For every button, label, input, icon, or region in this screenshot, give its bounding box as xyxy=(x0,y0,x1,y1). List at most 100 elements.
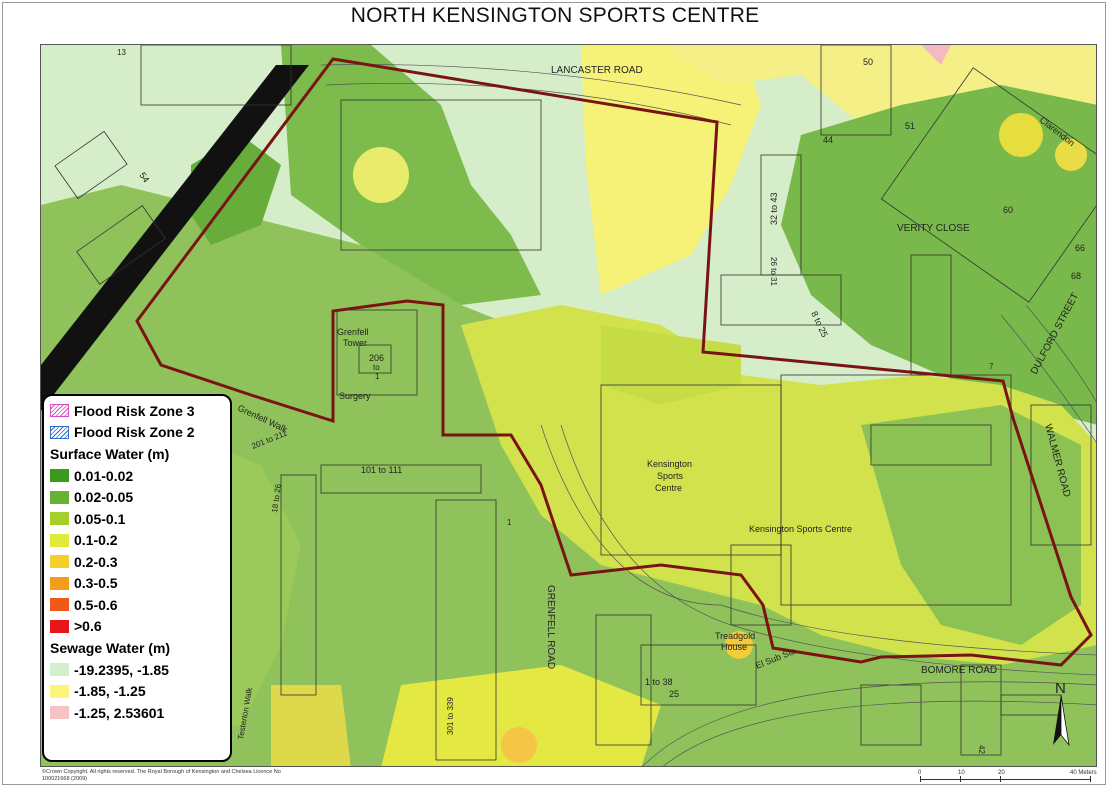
surface-label: 0.5-0.6 xyxy=(74,596,118,613)
label-32-to-43: 32 to 43 xyxy=(769,192,779,225)
surface-swatch xyxy=(50,490,69,504)
surface-item: 0.3-0.5 xyxy=(50,573,226,595)
surface-item: 0.2-0.3 xyxy=(50,551,226,573)
label-1: 1 xyxy=(375,372,380,381)
label-sports: Sports xyxy=(657,471,684,481)
label-60: 60 xyxy=(1003,205,1013,215)
surface-label: 0.05-0.1 xyxy=(74,510,126,527)
label-66: 66 xyxy=(1075,243,1085,253)
sewage-label: -19.2395, -1.85 xyxy=(74,661,169,678)
street-label-verity-close: VERITY CLOSE xyxy=(897,223,970,234)
label-1-small: 1 xyxy=(507,518,512,527)
legend-surface-title: Surface Water (m) xyxy=(50,446,170,462)
surface-label: 0.1-0.2 xyxy=(74,532,118,549)
site-boundary xyxy=(135,57,1093,667)
scale-tick xyxy=(960,776,961,782)
surface-label: 0.3-0.5 xyxy=(74,575,118,592)
surface-swatch xyxy=(50,512,69,526)
surface-item: 0.02-0.05 xyxy=(50,487,226,509)
surface-water-zone xyxy=(381,665,661,766)
surface-label: 0.02-0.05 xyxy=(74,489,134,506)
surface-item: 0.01-0.02 xyxy=(50,465,226,487)
surface-swatch xyxy=(50,469,69,483)
surface-swatch xyxy=(50,555,69,569)
label-13: 13 xyxy=(117,48,126,57)
sewage-item: -1.25, 2.53601 xyxy=(50,702,226,724)
surface-water-zone xyxy=(281,45,541,305)
scale-tick-label: 40 Meters xyxy=(1070,770,1097,776)
legend-item-flood2: Flood Risk Zone 2 xyxy=(50,422,226,444)
street-label-lancaster-road: LANCASTER ROAD xyxy=(551,65,643,76)
label-50: 50 xyxy=(863,57,873,67)
surface-item: 0.1-0.2 xyxy=(50,530,226,552)
sewage-swatch xyxy=(50,684,69,698)
label-18-to-26: 18 to 26 xyxy=(270,483,283,513)
scale-bar: 0 10 20 40 Meters xyxy=(918,770,1098,786)
scale-tick-label: 10 xyxy=(958,770,965,776)
copyright-note: ©Crown Copyright. All rights reserved. T… xyxy=(42,769,281,782)
surface-water-zone xyxy=(271,685,351,766)
surface-item: 0.5-0.6 xyxy=(50,594,226,616)
map-svg: LANCASTER ROAD VERITY CLOSE DULFORD STRE… xyxy=(41,45,1096,766)
legend-label-flood3: Flood Risk Zone 3 xyxy=(74,402,195,419)
legend-surface-list: 0.01-0.02 0.02-0.05 0.05-0.1 0.1-0.2 0.2-0.3… xyxy=(50,465,226,637)
sewage-swatch xyxy=(50,663,69,677)
surface-swatch xyxy=(50,619,69,633)
scale-tick-label: 20 xyxy=(998,770,1005,776)
sewage-high-zone xyxy=(921,45,951,65)
road-edges xyxy=(320,64,1096,766)
label-44-north: 44 xyxy=(823,135,833,145)
surface-label: 0.01-0.02 xyxy=(74,467,134,484)
legend-swatch-flood2 xyxy=(50,425,69,439)
label-42: 42 xyxy=(977,745,986,754)
label-206: 206 xyxy=(369,353,384,363)
label-kensington-sports-centre: Kensington Sports Centre xyxy=(749,524,852,534)
label-to: to xyxy=(373,363,380,372)
legend-panel: Flood Risk Zone 3 Flood Risk Zone 2 Surf… xyxy=(42,394,232,762)
surface-water-spot xyxy=(999,113,1043,157)
surface-water-spot xyxy=(353,147,409,203)
label-101-to-111: 101 to 111 xyxy=(361,465,402,475)
label-54-upper: 54 xyxy=(137,170,151,184)
sewage-item: -1.85, -1.25 xyxy=(50,681,226,703)
sewage-swatch xyxy=(50,706,69,720)
surface-item: >0.6 xyxy=(50,616,226,638)
label-7: 7 xyxy=(989,362,994,371)
scale-line xyxy=(920,779,1090,780)
surface-label: 0.2-0.3 xyxy=(74,553,118,570)
legend-sewage-list: -19.2395, -1.85 -1.85, -1.25 -1.25, 2.5360… xyxy=(50,659,226,724)
surface-water-spot xyxy=(1055,139,1087,171)
surface-swatch xyxy=(50,533,69,547)
label-25: 25 xyxy=(669,689,679,699)
label-26-to-31: 26 to 31 xyxy=(769,257,778,286)
sewage-label: -1.25, 2.53601 xyxy=(74,704,165,721)
surface-label: >0.6 xyxy=(74,618,102,635)
label-68: 68 xyxy=(1071,271,1081,281)
label-51: 51 xyxy=(905,121,915,131)
north-arrow-icon: N xyxy=(1053,680,1070,747)
label-kensington: Kensington xyxy=(647,459,692,469)
scale-tick xyxy=(1000,776,1001,782)
street-label-grenfell-road: GRENFELL ROAD xyxy=(545,585,556,669)
label-centre: Centre xyxy=(655,483,682,493)
legend-item-flood3: Flood Risk Zone 3 xyxy=(50,400,226,422)
north-label: N xyxy=(1055,680,1066,697)
surface-swatch xyxy=(50,576,69,590)
street-label-bomore-road: BOMORE ROAD xyxy=(921,665,997,676)
scale-tick xyxy=(1090,776,1091,782)
label-1-to-38: 1 to 38 xyxy=(645,677,673,687)
label-301-to-339: 301 to 339 xyxy=(446,697,455,735)
legend-swatch-flood3 xyxy=(50,404,69,418)
map-title: NORTH KENSINGTON SPORTS CENTRE xyxy=(350,4,760,27)
sewage-label: -1.85, -1.25 xyxy=(74,683,146,700)
scale-tick xyxy=(920,776,921,782)
surface-water-spot xyxy=(501,727,537,763)
building-outlines xyxy=(54,45,1096,761)
sewage-item: -19.2395, -1.85 xyxy=(50,659,226,681)
legend-sewage-title: Sewage Water (m) xyxy=(50,640,171,656)
surface-item: 0.05-0.1 xyxy=(50,508,226,530)
railway-line xyxy=(41,65,309,411)
label-grenfell: Grenfell xyxy=(337,327,369,337)
legend-label-flood2: Flood Risk Zone 2 xyxy=(74,424,195,441)
scale-tick-label: 0 xyxy=(918,770,922,776)
